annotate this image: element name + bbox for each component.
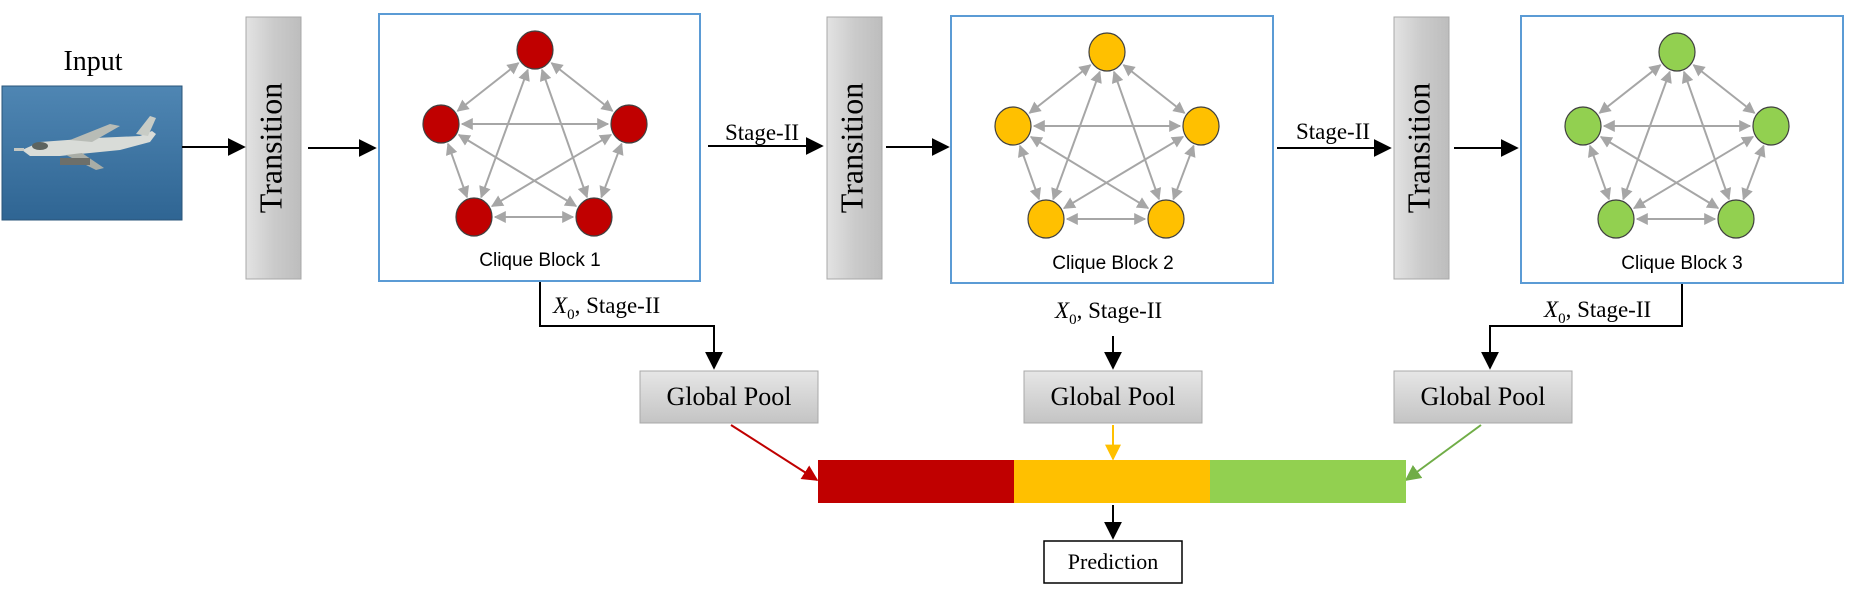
input-image — [1, 85, 183, 221]
clique-edge — [1587, 144, 1612, 201]
branch-arrow-3 — [1481, 284, 1683, 370]
clique-node — [610, 104, 648, 144]
pool-arrow-3 — [1404, 424, 1482, 481]
clique-block-frame-2 — [950, 15, 1274, 284]
airplane-icon — [14, 116, 156, 170]
branch-arrow-1 — [539, 282, 723, 370]
clique-block-label-3: Clique Block 3 — [1621, 253, 1742, 274]
transition-box-1: Transition — [245, 16, 302, 280]
clique-node — [1564, 106, 1602, 146]
clique-edge — [1599, 136, 1720, 209]
clique-node — [1182, 106, 1220, 146]
clique-edge — [1598, 64, 1662, 114]
clique-block-frame-1 — [378, 13, 701, 282]
branch-label-2: X0, Stage-II — [1054, 298, 1162, 328]
global-pool-label-1: Global Pool — [667, 382, 792, 411]
clique-edge — [1029, 136, 1150, 209]
clique-graph-3 — [1564, 32, 1790, 239]
stage-label-1: Stage-II — [725, 120, 799, 145]
clique-node — [455, 197, 493, 237]
branch-label-3-sub: 0 — [1558, 311, 1566, 327]
transition-box-3: Transition — [1393, 16, 1450, 280]
branch-label-2-text: , Stage-II — [1077, 298, 1163, 323]
clique-node — [994, 106, 1032, 146]
clique-graph-1 — [422, 30, 648, 237]
clique-edge — [1621, 70, 1672, 201]
global-pool-box-1: Global Pool — [639, 370, 819, 424]
branch-label-2-sub: 0 — [1069, 312, 1077, 328]
clique-block-label-2: Clique Block 2 — [1052, 253, 1173, 274]
branch-label-1-text: , Stage-II — [575, 293, 661, 318]
clique-node — [1088, 32, 1126, 72]
clique-edge — [1028, 64, 1092, 114]
stage-label-2: Stage-II — [1296, 119, 1370, 144]
branch-label-1: X0, Stage-II — [552, 293, 660, 323]
branch-label-3: X0, Stage-II — [1543, 297, 1651, 327]
transition-label-1: Transition — [252, 83, 288, 213]
clique-edge — [1017, 144, 1042, 201]
clique-edge — [1051, 70, 1102, 201]
feature-bar — [818, 460, 1406, 503]
transition-box-2: Transition — [826, 16, 883, 280]
clique-edge — [1741, 144, 1766, 201]
clique-edge — [550, 62, 614, 112]
clique-node — [1147, 199, 1185, 239]
feature-segment-3 — [1210, 460, 1406, 503]
clique-node — [1658, 32, 1696, 72]
clique-graph-2 — [994, 32, 1220, 239]
transition-label-2: Transition — [833, 83, 869, 213]
branch-label-1-var: X — [552, 293, 568, 318]
global-pool-label-3: Global Pool — [1421, 382, 1546, 411]
clique-node — [1597, 199, 1635, 239]
pool-arrow-1 — [730, 424, 819, 481]
feature-segment-1 — [818, 460, 1014, 503]
branch-label-3-text: , Stage-II — [1566, 297, 1652, 322]
clique-edge — [479, 68, 530, 199]
clique-node — [1717, 199, 1755, 239]
branch-label-1-sub: 0 — [567, 307, 575, 323]
clique-edge — [1122, 64, 1186, 114]
clique-edge — [1692, 64, 1756, 114]
clique-edge — [445, 142, 470, 199]
feature-segment-2 — [1014, 460, 1210, 503]
clique-node — [516, 30, 554, 70]
branch-label-3-var: X — [1543, 297, 1559, 322]
clique-node — [575, 197, 613, 237]
input-label: Input — [63, 46, 122, 77]
clique-edge — [490, 133, 613, 208]
global-pool-box-3: Global Pool — [1393, 370, 1573, 424]
prediction-label: Prediction — [1068, 549, 1158, 574]
clique-node — [1027, 199, 1065, 239]
transition-label-3: Transition — [1400, 83, 1436, 213]
clique-block-label-1: Clique Block 1 — [479, 250, 600, 271]
clique-edge — [456, 62, 520, 112]
clique-edge — [457, 134, 578, 207]
clique-edge — [599, 142, 624, 199]
global-pool-box-2: Global Pool — [1023, 370, 1203, 424]
clique-block-frame-3 — [1520, 15, 1844, 284]
clique-edge — [1171, 144, 1196, 201]
clique-edge — [1632, 135, 1755, 210]
clique-node — [1752, 106, 1790, 146]
prediction-box: Prediction — [1043, 540, 1183, 584]
clique-edge — [1062, 135, 1185, 210]
clique-edge — [1111, 70, 1162, 201]
global-pool-label-2: Global Pool — [1051, 382, 1176, 411]
branch-label-2-var: X — [1054, 298, 1070, 323]
clique-edge — [539, 68, 590, 199]
clique-edge — [1681, 70, 1732, 201]
clique-node — [422, 104, 460, 144]
